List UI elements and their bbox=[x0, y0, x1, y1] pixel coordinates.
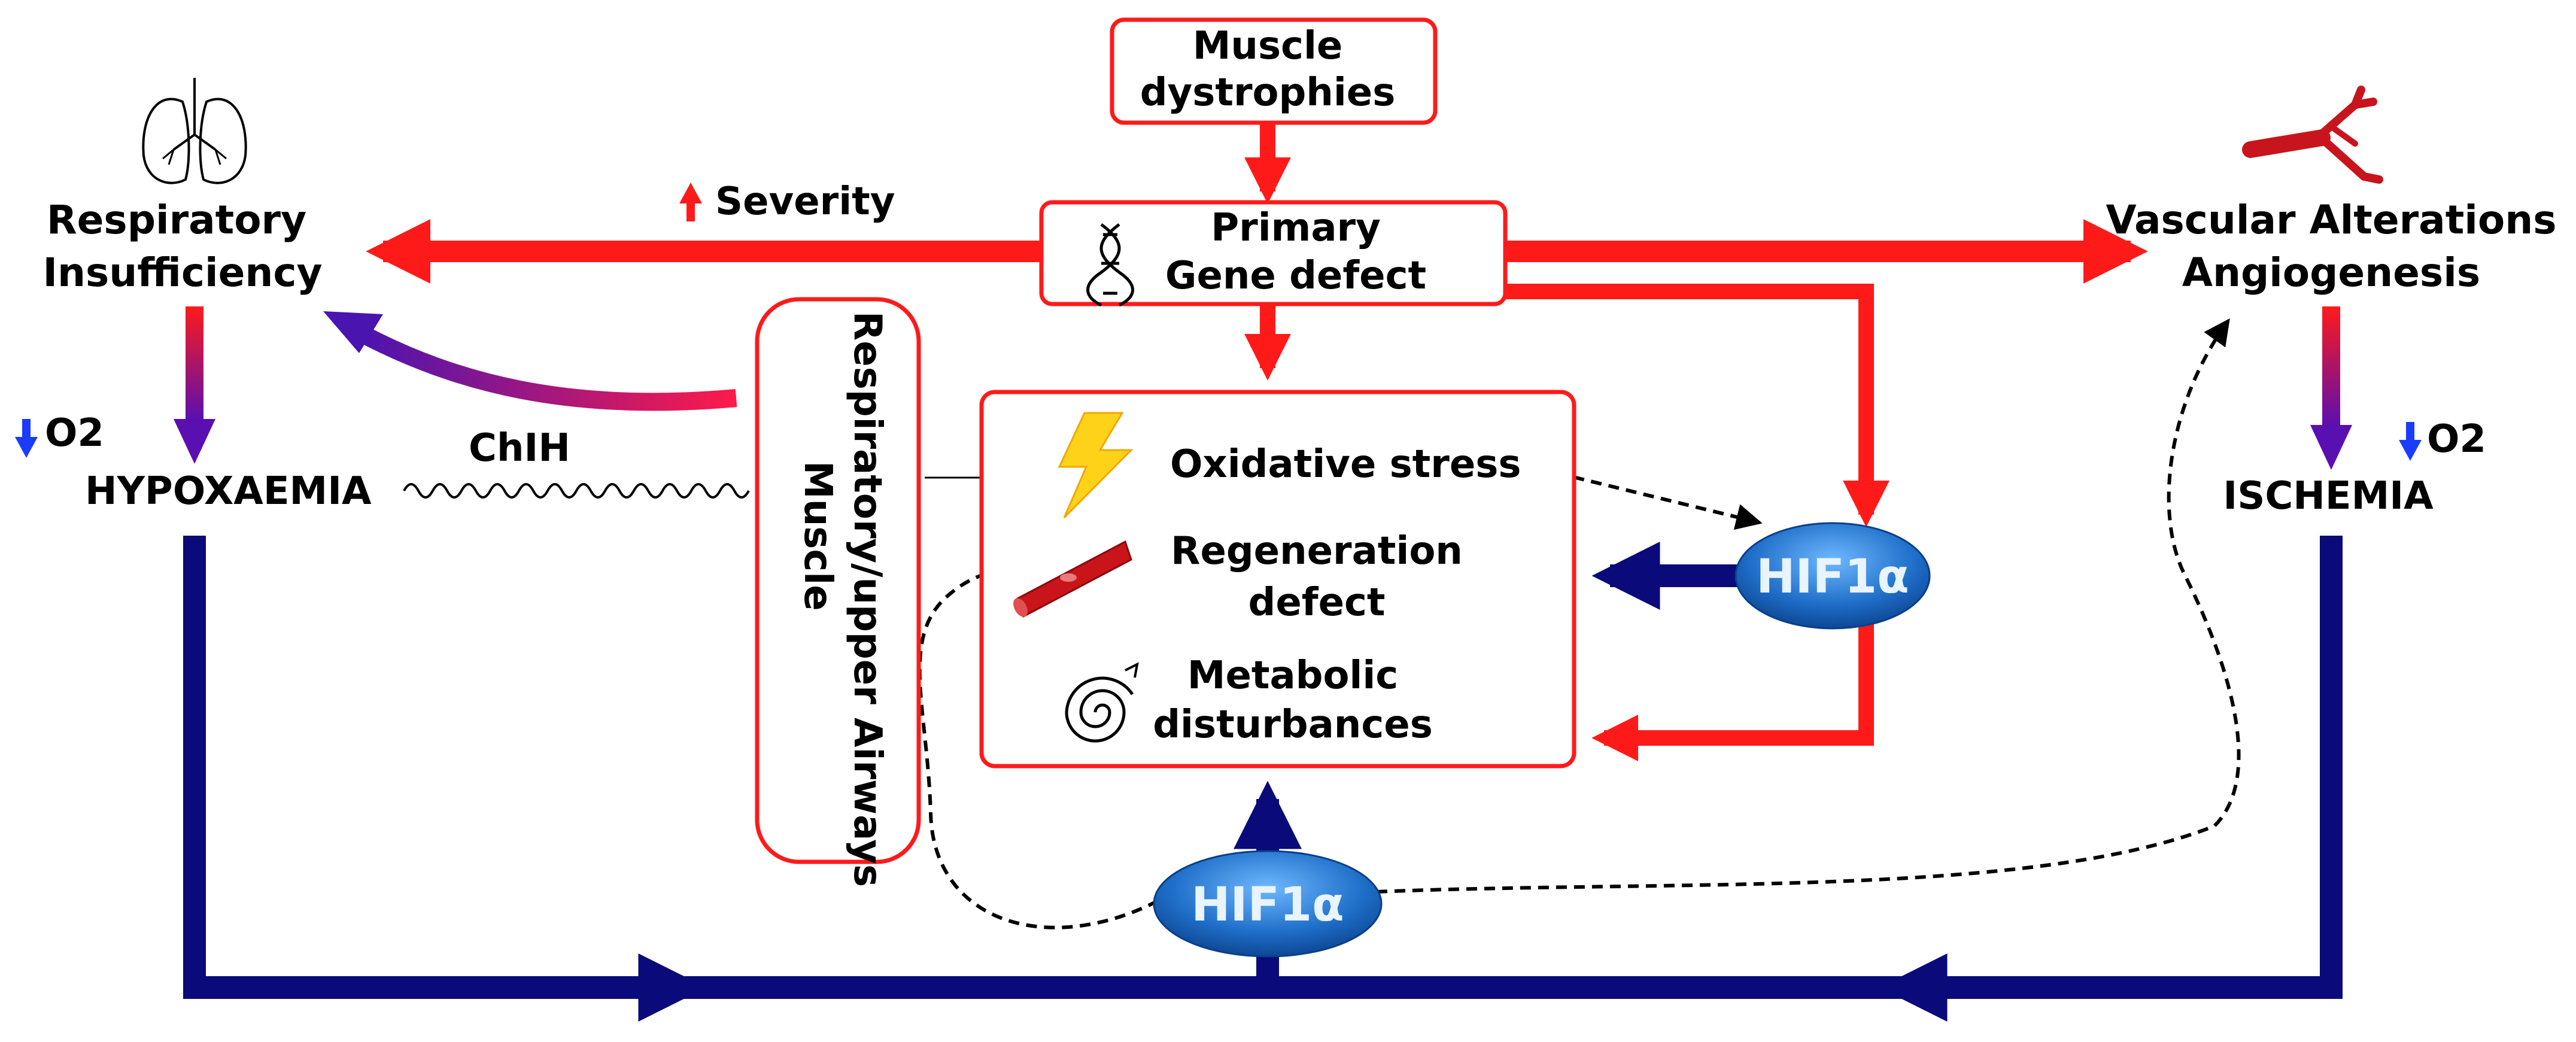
disturbances-label: disturbances bbox=[1153, 703, 1433, 747]
metabolic-label: Metabolic bbox=[1187, 654, 1398, 698]
cellular-effects-box: Oxidative stress Regeneration defect Met… bbox=[979, 390, 1576, 768]
severity-label: Severity bbox=[715, 180, 895, 224]
regeneration-label: Regeneration bbox=[1171, 529, 1463, 573]
muscle-dystrophies-label-1: Muscle bbox=[1193, 24, 1343, 68]
lungs-icon bbox=[142, 78, 247, 184]
spiral-icon bbox=[1065, 662, 1139, 743]
hypoxaemia-label: HYPOXAEMIA bbox=[85, 469, 372, 514]
primary-label: Primary bbox=[1211, 206, 1381, 250]
o2-label-left: O2 bbox=[45, 411, 104, 455]
muscle-to-respiratory-arrow bbox=[323, 311, 737, 411]
primary-gene-defect-box: Primary Gene defect bbox=[1039, 200, 1508, 307]
respiratory-muscle-box: Respiratory/upper Airways Muscle bbox=[755, 297, 921, 887]
resp-muscle-label-2: Muscle bbox=[795, 461, 840, 611]
blood-vessel-icon bbox=[2242, 86, 2383, 184]
lightning-icon bbox=[1058, 412, 1134, 519]
muscle-dystrophies-box: Muscle dystrophies bbox=[1110, 17, 1438, 125]
muscle-fiber-icon bbox=[1013, 540, 1132, 618]
hif1a-bottom-label: HIF1α bbox=[1191, 878, 1344, 932]
hif1a-ellipse-bottom: HIF1α bbox=[1153, 850, 1383, 958]
o2-label-right: O2 bbox=[2427, 417, 2486, 461]
hif1a-top-label: HIF1α bbox=[1756, 550, 1909, 604]
o2-down-arrow-icon-left bbox=[15, 419, 38, 458]
dashed-arrows bbox=[918, 318, 2241, 929]
oxidative-stress-label: Oxidative stress bbox=[1170, 442, 1521, 487]
respiratory-label: Respiratory bbox=[47, 197, 306, 243]
severity-up-arrow-icon bbox=[679, 183, 702, 221]
muscle-dystrophies-label-2: dystrophies bbox=[1140, 71, 1396, 115]
gene-defect-label: Gene defect bbox=[1165, 254, 1426, 298]
oxygen-decrease-arrows bbox=[174, 306, 2352, 470]
vascular-alterations-label: Vascular Alterations bbox=[2106, 197, 2557, 243]
chih-wavy-line bbox=[403, 483, 750, 499]
hif1a-ellipse-top: HIF1α bbox=[1734, 522, 1931, 630]
gene-defect-arrows bbox=[366, 123, 2148, 761]
angiogenesis-label: Angiogenesis bbox=[2182, 250, 2480, 296]
chih-label: ChIH bbox=[469, 426, 570, 470]
defect-label: defect bbox=[1248, 581, 1386, 625]
insufficiency-label: Insufficiency bbox=[42, 250, 322, 296]
ischemia-label: ISCHEMIA bbox=[2223, 474, 2434, 518]
resp-muscle-label-1: Respiratory/upper Airways bbox=[845, 311, 889, 887]
o2-down-arrow-icon-right bbox=[2399, 422, 2422, 461]
dna-icon bbox=[1086, 223, 1134, 307]
